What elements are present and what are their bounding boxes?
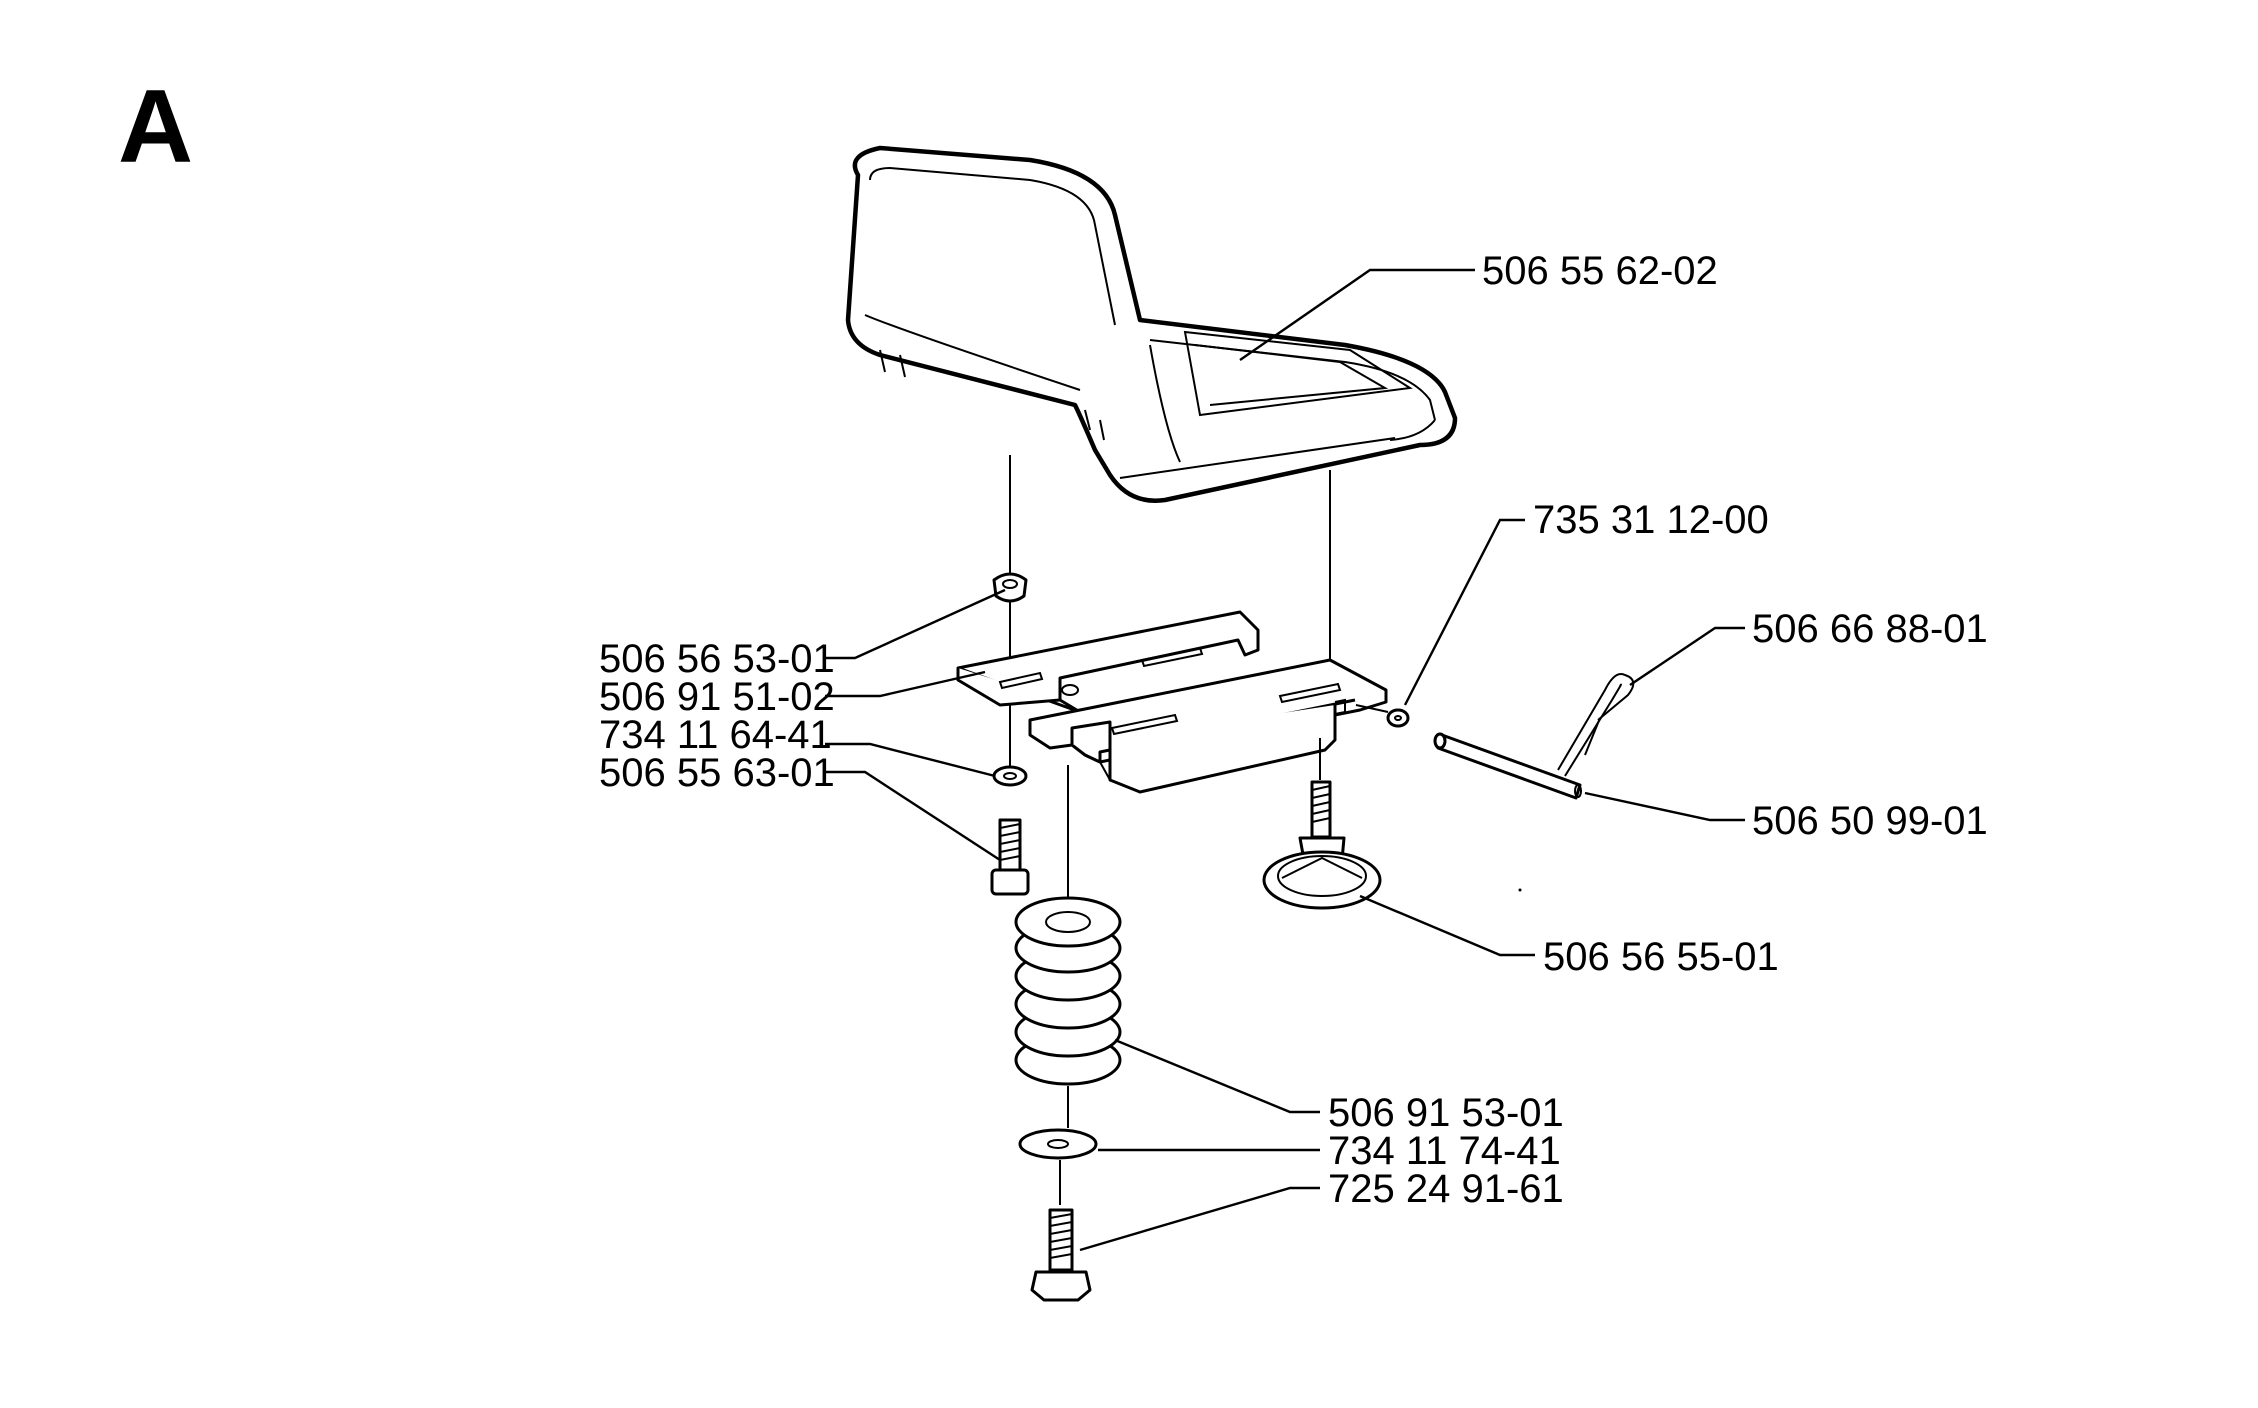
hairpin-drawing [1557, 673, 1635, 777]
part-number-pin: 506 50 99-01 [1752, 799, 1988, 843]
pin-drawing [1355, 704, 1582, 800]
spring-drawing [1014, 896, 1122, 1086]
leader-lines [825, 268, 1745, 1252]
section-letter: A [118, 69, 193, 185]
part-number-hairpin: 506 66 88-01 [1752, 607, 1988, 651]
part-number-small-screw: 506 55 63-01 [599, 751, 835, 795]
part-number-large-washer: 734 11 74-41 [1328, 1129, 1561, 1173]
bracket-drawing [956, 610, 1388, 794]
part-number-small-washer: 734 11 64-41 [599, 713, 832, 757]
small-washer-drawing [992, 765, 1028, 787]
knob-drawing [1262, 780, 1382, 910]
seat-drawing [845, 145, 1458, 503]
part-number-seat: 506 55 62-02 [1482, 249, 1718, 293]
part-number-spring: 506 91 53-01 [1328, 1091, 1564, 1135]
part-number-knob: 506 56 55-01 [1543, 935, 1779, 979]
clip-drawing [1386, 708, 1410, 728]
large-washer-drawing [1018, 1128, 1098, 1160]
small-screw-drawing [990, 818, 1030, 896]
part-number-clip: 735 31 12-00 [1533, 498, 1769, 542]
bolt-drawing [1030, 1208, 1092, 1302]
nut-drawing [992, 572, 1028, 603]
part-number-bolt: 725 24 91-61 [1328, 1167, 1564, 1211]
part-number-bracket: 506 91 51-02 [599, 675, 835, 719]
part-number-nut: 506 56 53-01 [599, 637, 835, 681]
